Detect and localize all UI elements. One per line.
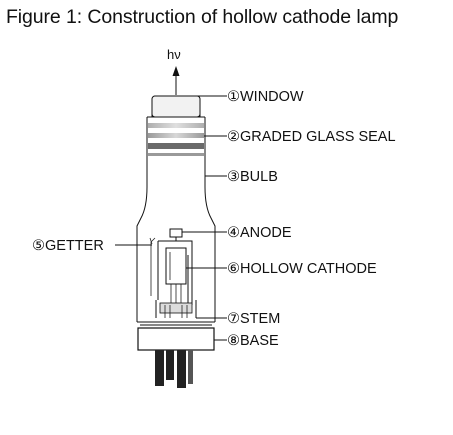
label-graded-glass-seal: ②GRADED GLASS SEAL (227, 129, 396, 145)
label-anode: ④ANODE (227, 225, 292, 241)
label-getter: ⑤GETTER (32, 238, 104, 254)
graded-glass-seal-rings (148, 123, 204, 156)
window-cap (151, 95, 201, 118)
label-hollow-cathode: ⑥HOLLOW CATHODE (227, 261, 377, 277)
label-window: ①WINDOW (227, 89, 304, 105)
electrode-assembly (149, 228, 197, 318)
leader-lines (115, 95, 227, 341)
emission-arrow (172, 66, 180, 95)
emission-label: hν (167, 47, 181, 62)
label-bulb: ③BULB (227, 169, 278, 185)
base-pins (155, 350, 193, 388)
base-block (137, 327, 215, 351)
label-base: ⑧BASE (227, 333, 279, 349)
figure-title: Figure 1: Construction of hollow cathode… (6, 6, 399, 28)
label-stem: ⑦STEM (227, 311, 280, 327)
